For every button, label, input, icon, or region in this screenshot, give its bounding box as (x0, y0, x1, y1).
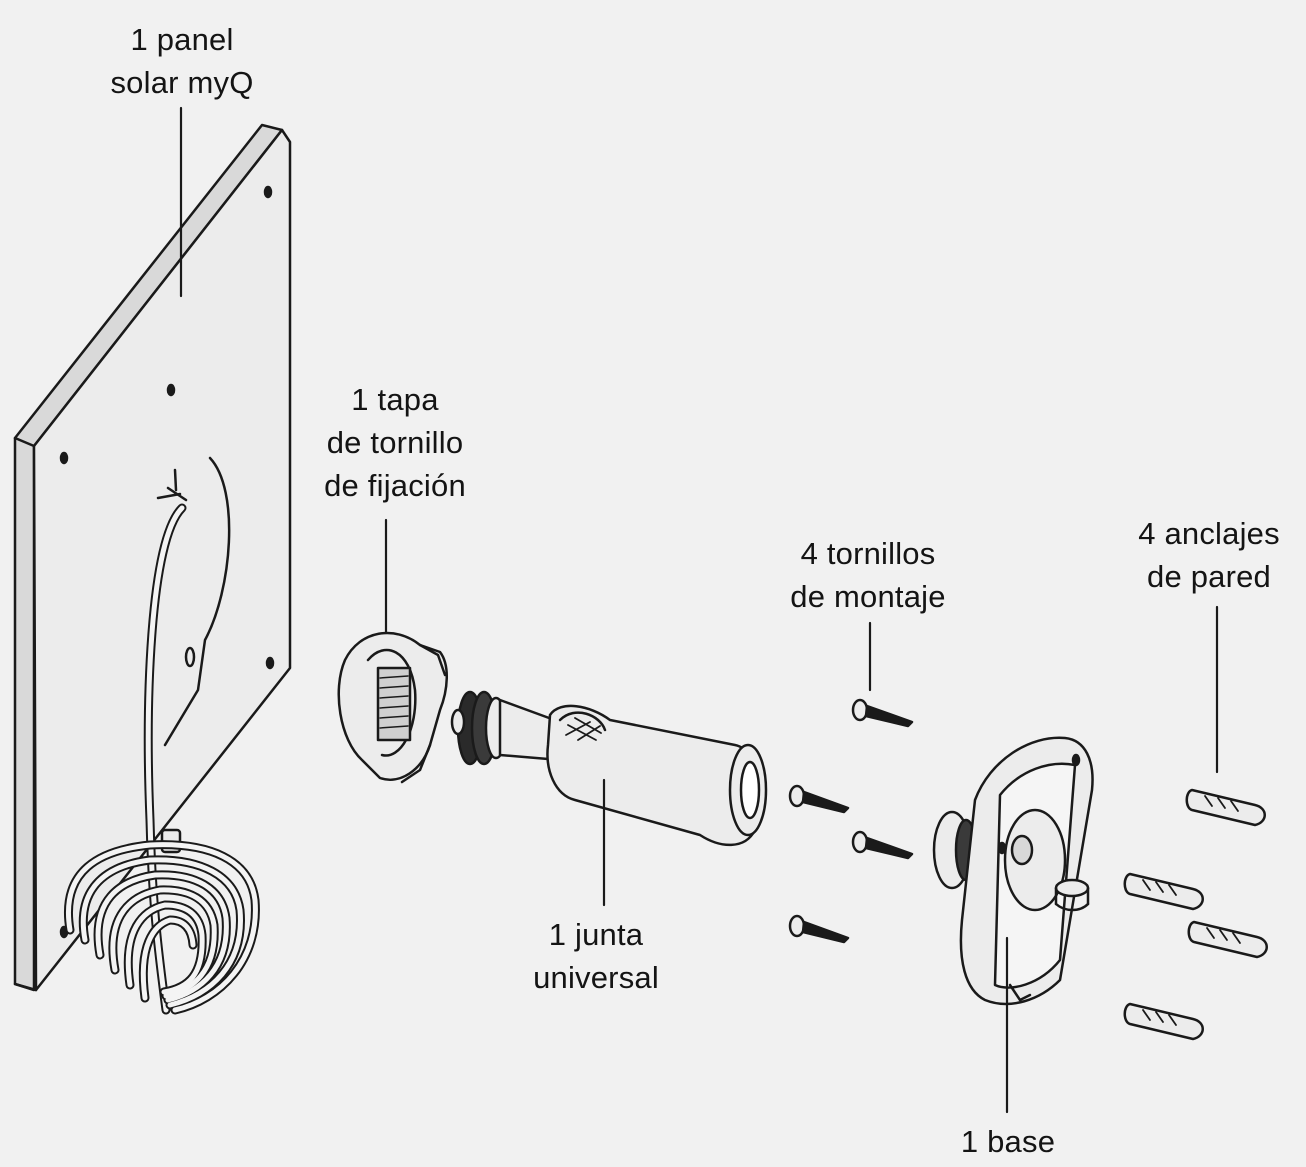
leader-lines (179, 106, 1219, 1114)
mount-base (932, 736, 1094, 1006)
anchor-4 (1123, 1002, 1204, 1041)
anchor-3 (1187, 920, 1268, 959)
label-wall-anchors-line2: de pared (1147, 559, 1271, 594)
screw-1 (851, 698, 914, 728)
label-universal-joint-line1: 1 junta (548, 917, 644, 952)
mounting-screws (788, 698, 914, 944)
label-base-line1: 1 base (960, 1124, 1056, 1159)
anchor-2 (1123, 872, 1204, 911)
anchor-1 (1185, 788, 1266, 827)
label-screw-cap-line3: de fijación (324, 468, 466, 503)
label-universal-joint-line2: universal (533, 960, 659, 995)
label-mounting-screws-line1: 4 tornillos (800, 536, 936, 571)
label-solar-panel: 1 panel solar myQ (96, 18, 268, 104)
label-solar-panel-line1: 1 panel (130, 22, 234, 57)
label-mounting-screws-line2: de montaje (790, 579, 946, 614)
label-wall-anchors: 4 anclajes de pared (1118, 512, 1300, 598)
screw-4 (788, 914, 850, 944)
label-base: 1 base (940, 1120, 1076, 1163)
label-wall-anchors-line1: 4 anclajes (1138, 516, 1280, 551)
label-screw-cap: 1 tapa de tornillo de fijación (302, 378, 488, 507)
universal-joint (450, 690, 768, 847)
screw-3 (851, 830, 914, 860)
label-screw-cap-line1: 1 tapa (351, 382, 439, 417)
label-solar-panel-line2: solar myQ (110, 65, 254, 100)
wall-anchors (1123, 788, 1268, 1041)
screw-cap (337, 631, 448, 784)
label-universal-joint: 1 junta universal (512, 913, 680, 999)
label-screw-cap-line2: de tornillo (326, 425, 464, 460)
screw-2 (788, 784, 850, 814)
solar-panel (13, 123, 292, 1015)
label-mounting-screws: 4 tornillos de montaje (770, 532, 966, 618)
